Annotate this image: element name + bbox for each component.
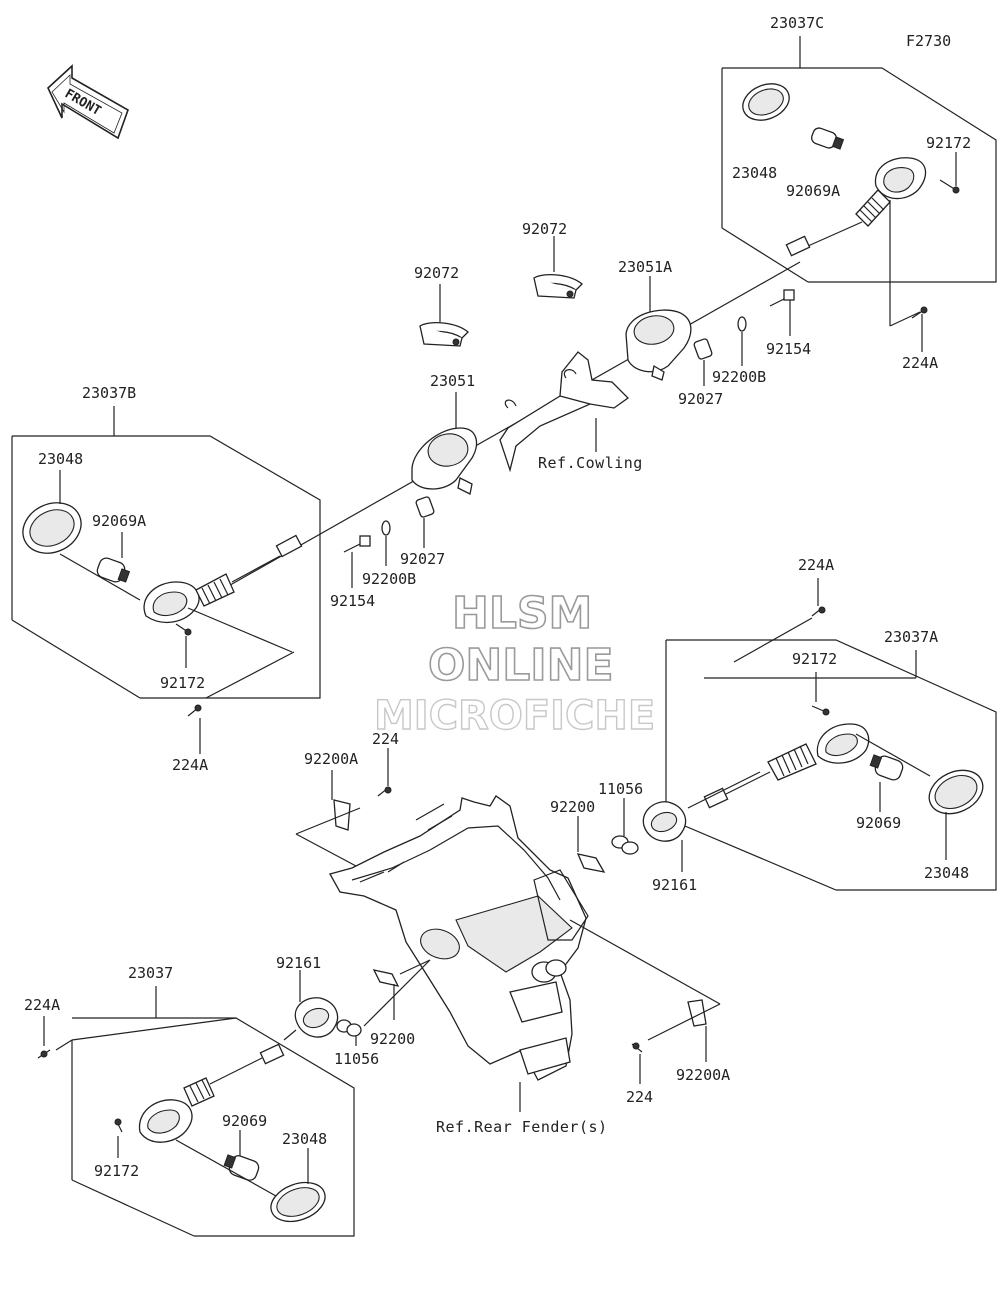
label-11056-l: 11056 — [334, 1050, 379, 1068]
turn-signal-body-icon — [703, 723, 870, 809]
group-23037A — [665, 639, 997, 891]
label-23037B: 23037B — [82, 384, 136, 402]
nut-icon — [611, 835, 639, 855]
label-92161-l: 92161 — [276, 954, 321, 972]
cowling-bracket-icon — [499, 351, 630, 473]
bulb-icon — [869, 754, 904, 781]
label-92072-c: 92072 — [414, 264, 459, 282]
collar-icon — [693, 338, 713, 360]
label-23051A: 23051A — [618, 258, 672, 276]
clip-icon — [576, 853, 606, 873]
clamp-icon — [419, 321, 469, 347]
bolt-icon — [343, 535, 371, 553]
label-92200B-c: 92200B — [712, 368, 766, 386]
label-92069A-b: 92069A — [92, 512, 146, 530]
label-92200B-b: 92200B — [362, 570, 416, 588]
screw-224A-icon — [37, 1049, 51, 1059]
label-92069A-c: 92069A — [786, 182, 840, 200]
label-92072-d: 92072 — [522, 220, 567, 238]
label-224A-r: 224A — [798, 556, 834, 574]
label-224A-l: 224A — [24, 996, 60, 1014]
label-11056-r: 11056 — [598, 780, 643, 798]
label-224-m: 224 — [372, 730, 399, 748]
washer-icon — [381, 520, 391, 536]
group-23037 — [71, 986, 355, 1237]
bulb-icon — [96, 557, 131, 583]
group-23037B — [11, 406, 321, 699]
clip-icon — [372, 969, 400, 987]
screw-icon — [811, 705, 830, 716]
screw-icon — [175, 623, 192, 636]
bulb-icon — [223, 1154, 260, 1181]
bulb-icon — [811, 127, 845, 150]
collar-icon — [415, 496, 435, 518]
label-224A-c: 224A — [902, 354, 938, 372]
turn-signal-body-icon — [138, 1043, 285, 1143]
bracket-23051A-icon — [625, 309, 692, 381]
label-92027-c: 92027 — [678, 390, 723, 408]
label-92200A-m: 92200A — [304, 750, 358, 768]
lens-ring-icon — [742, 83, 790, 121]
screw-224-icon — [377, 786, 392, 797]
label-92200-m: 92200 — [370, 1030, 415, 1048]
label-92200-r: 92200 — [550, 798, 595, 816]
grommet-icon — [294, 997, 339, 1038]
screw-224-icon — [631, 1042, 643, 1053]
label-23051: 23051 — [430, 372, 475, 390]
bolt-icon — [769, 289, 795, 307]
screw-224A-icon — [911, 306, 928, 319]
label-23048-r: 23048 — [924, 864, 969, 882]
rear-fender-icon — [329, 795, 589, 1081]
label-23037C: 23037C — [770, 14, 824, 32]
screw-224A-icon — [811, 606, 826, 617]
label-92154-b: 92154 — [330, 592, 375, 610]
ref-rear-fender: Ref.Rear Fender(s) — [436, 1118, 608, 1136]
label-92200A-m2: 92200A — [676, 1066, 730, 1084]
washer-icon — [737, 316, 747, 332]
figure-code: F2730 — [906, 32, 951, 50]
screw-icon — [114, 1118, 123, 1133]
label-23048-c: 23048 — [732, 164, 777, 182]
label-23048-b: 23048 — [38, 450, 83, 468]
front-arrow-icon: FRONT — [47, 64, 129, 140]
label-92069-l: 92069 — [222, 1112, 267, 1130]
screw-icon — [939, 179, 960, 194]
group-23037C — [721, 36, 997, 327]
grommet-icon — [642, 801, 687, 842]
label-224A-b: 224A — [172, 756, 208, 774]
label-92172-b: 92172 — [160, 674, 205, 692]
label-92161-r: 92161 — [652, 876, 697, 894]
nut-icon — [336, 1019, 362, 1037]
watermark-line-2: ONLINE — [428, 640, 614, 691]
label-92172-c: 92172 — [926, 134, 971, 152]
label-23037: 23037 — [128, 964, 173, 982]
label-23037A: 23037A — [884, 628, 938, 646]
turn-signal-body-icon — [785, 157, 927, 257]
screw-224A-icon — [187, 704, 202, 717]
label-92172-l: 92172 — [94, 1162, 139, 1180]
lens-icon — [928, 769, 984, 815]
label-92154-c: 92154 — [766, 340, 811, 358]
label-92027-b: 92027 — [400, 550, 445, 568]
label-23048-l: 23048 — [282, 1130, 327, 1148]
watermark-line-1: HLSM — [452, 588, 592, 639]
label-92172-r: 92172 — [792, 650, 837, 668]
watermark-line-3: MICROFICHE — [374, 693, 655, 739]
label-92069-r: 92069 — [856, 814, 901, 832]
lens-icon — [270, 1181, 326, 1223]
bracket-23051-icon — [411, 427, 478, 495]
clamp-icon — [533, 273, 583, 299]
turn-signal-body-icon — [143, 534, 303, 624]
ref-cowling: Ref.Cowling — [538, 454, 643, 472]
lens-ring-icon — [22, 502, 82, 554]
label-224-m2: 224 — [626, 1088, 653, 1106]
